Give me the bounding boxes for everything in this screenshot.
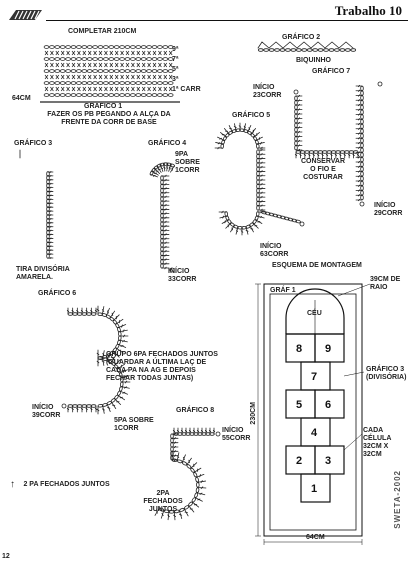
graf7-title: GRÁFICO 7 xyxy=(312,68,351,75)
graf6-start: INÍCIO 39CORR xyxy=(32,404,61,419)
assembly-title: ESQUEMA DE MONTAGEM xyxy=(272,262,362,269)
graf1-top-label: COMPLETAR 210CM xyxy=(68,28,137,35)
assembly-scheme: CÉU xyxy=(255,283,371,545)
graf2-title: GRÁFICO 2 xyxy=(282,34,321,41)
cell-6: 6 xyxy=(325,399,331,411)
graf1-row-9: 9ª xyxy=(172,46,179,53)
legend: ↑ 2 PA FECHADOS JUNTOS xyxy=(10,474,110,492)
graf1-note: FAZER OS PB PEGANDO A ALÇA DA FRENTE DA … xyxy=(47,111,171,126)
graf4-start: INÍCIO 33CORR xyxy=(168,268,197,283)
graf8-top-note: 5PA SOBRE 1CORR xyxy=(114,417,154,432)
graf4-title: GRÁFICO 4 xyxy=(148,140,187,147)
cell-1: 1 xyxy=(311,483,317,495)
cell-3: 3 xyxy=(325,455,331,467)
graf5-title: GRÁFICO 5 xyxy=(232,112,271,119)
cell-9: 9 xyxy=(325,343,331,355)
arrow-up-icon: ↑ xyxy=(10,479,15,490)
assembly-ceu-text: CÉU xyxy=(307,308,322,317)
graf1-row-3: 3ª xyxy=(172,76,179,83)
cell-8: 8 xyxy=(296,343,302,355)
graf2-caption: BIQUINHO xyxy=(296,57,331,64)
graf2-zigzag xyxy=(257,41,357,52)
graf7-start-top: INÍCIO 23CORR xyxy=(253,84,282,99)
graf8-chart xyxy=(154,427,221,521)
assembly-radius-note: 39CM DE RAIO xyxy=(370,276,401,291)
legend-text: 2 PA FECHADOS JUNTOS xyxy=(23,481,110,488)
cell-2: 2 xyxy=(296,455,302,467)
graf5-start: INÍCIO 63CORR xyxy=(260,243,289,258)
graf6-title: GRÁFICO 6 xyxy=(38,290,77,297)
graf5-chart xyxy=(214,122,305,236)
graf7-note: CONSERVAR O FIO E COSTURAR xyxy=(300,158,346,181)
graf7-chart xyxy=(293,81,383,207)
assembly-frame-label: GRÁF 1 xyxy=(270,287,296,294)
graf3-chart xyxy=(19,149,54,260)
yarn-logo-icon xyxy=(9,10,42,20)
graf7-start-bottom: INÍCIO 29CORR xyxy=(374,202,403,217)
graf3-title: GRÁFICO 3 xyxy=(14,140,53,147)
cell-7: 7 xyxy=(311,371,317,383)
page-title: Trabalho 10 xyxy=(334,3,402,18)
header-rule xyxy=(46,20,408,21)
assembly-divider-note: GRÁFICO 3 (DIVISÓRIA) xyxy=(366,366,407,381)
graf6-chart xyxy=(61,305,131,415)
cell-4: 4 xyxy=(311,427,318,439)
assembly-cell-numbers: 8 9 7 5 6 4 2 3 1 xyxy=(296,343,331,495)
graf8-start: INÍCIO 55CORR xyxy=(222,427,251,442)
graf1-left-label: 64CM xyxy=(12,95,31,102)
graf1-title: GRÁFICO 1 xyxy=(84,103,123,110)
graf1-row-5: 5ª xyxy=(172,66,179,73)
graf4-top-note: 9PA SOBRE 1CORR xyxy=(175,151,200,174)
header-logo xyxy=(6,6,46,26)
assembly-width-label: 64CM xyxy=(306,534,325,541)
graf3-caption: TIRA DIVISÓRIA AMARELA. xyxy=(16,266,70,281)
cell-5: 5 xyxy=(296,399,302,411)
page-number: 12 xyxy=(2,553,10,560)
graf6-note: GRUPO 6PA FECHADOS JUNTOS (GUARDAR A ÚLT… xyxy=(106,351,218,382)
graf1-row-1: 1ª CARR xyxy=(172,86,201,93)
graf8-title: GRÁFICO 8 xyxy=(176,407,215,414)
graf4-chart xyxy=(149,162,175,273)
assembly-cell-note: CADA CÉLULA 32CM X 32CM xyxy=(363,427,392,458)
graf1-row-7: 7ª xyxy=(172,56,179,63)
